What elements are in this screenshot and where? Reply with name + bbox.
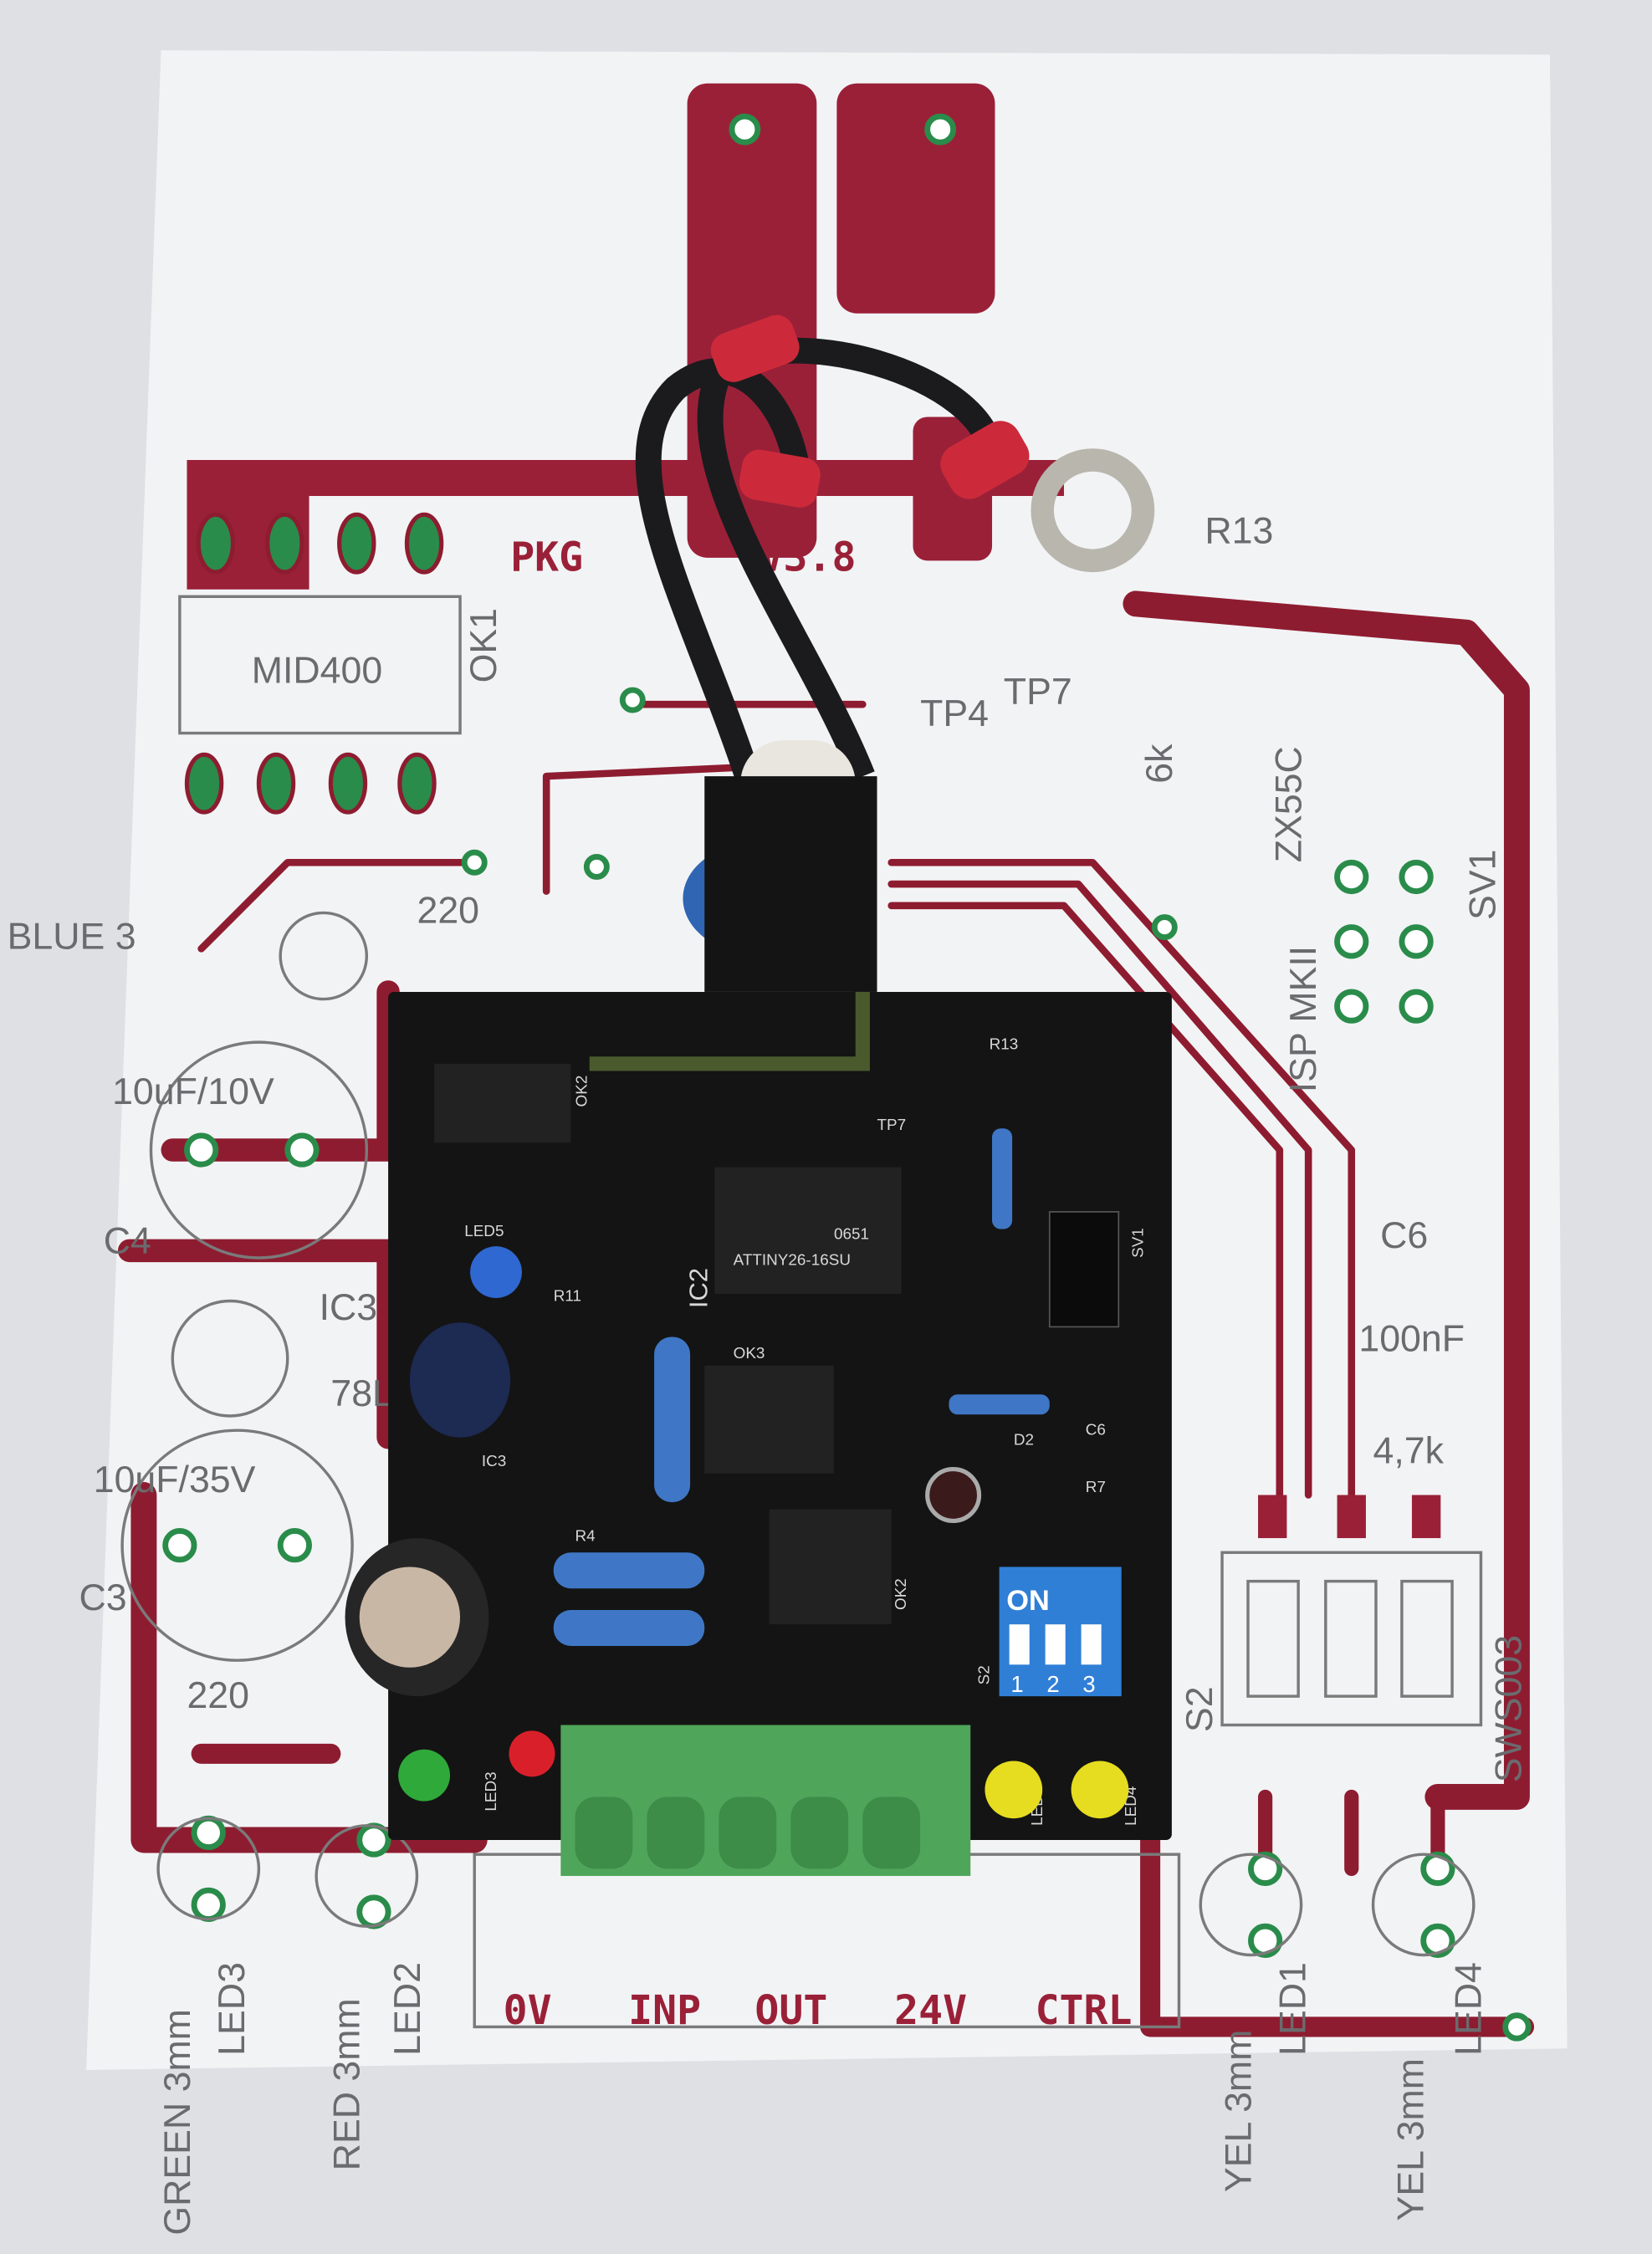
printed-dip-switch — [1246, 1495, 1454, 1698]
mcu-code: 0651 — [834, 1226, 869, 1244]
led2-ref: LED2 — [387, 1962, 428, 2056]
terminal-block — [560, 1725, 971, 1876]
silk-tp7: TP7 — [877, 1117, 907, 1134]
silk-ok3: OK3 — [734, 1345, 765, 1362]
yellow-led-4 — [1071, 1761, 1129, 1819]
terminal-label-out: OUT — [754, 1987, 827, 2034]
silk-ok2: OK2 — [573, 1076, 591, 1107]
mounting-hole — [925, 1466, 982, 1524]
silk-r13: R13 — [990, 1036, 1019, 1054]
control-module-board: ATTINY26-16SU 0651 IC2 OK3 OK2 OK2 LED5 … — [345, 776, 1172, 1840]
label-ic3: IC3 — [320, 1287, 378, 1328]
red-led — [509, 1730, 555, 1777]
label-blue-led: BLUE 3 — [8, 916, 136, 957]
terminal-label-ctrl: CTRL — [1036, 1987, 1133, 2034]
silk-led3: LED3 — [483, 1771, 500, 1811]
label-c3: C3 — [79, 1577, 127, 1618]
silk-r4: R4 — [575, 1528, 596, 1546]
led1-ref: LED1 — [1273, 1962, 1314, 2056]
silk-c6: C6 — [1086, 1421, 1106, 1439]
green-led — [398, 1749, 451, 1802]
label-mid400: MID400 — [252, 650, 382, 691]
label-c6: C6 — [1380, 1215, 1428, 1256]
led3-ref: LED3 — [212, 1962, 253, 2056]
label-ok1: OK1 — [463, 608, 504, 682]
silk-ok2b: OK2 — [892, 1578, 910, 1610]
diode-d2 — [949, 1394, 1050, 1415]
label-100nf: 100nF — [1358, 1319, 1465, 1360]
label-tp7: TP7 — [1004, 672, 1072, 713]
through-hole-pads — [162, 113, 1532, 2042]
silk-led5: LED5 — [464, 1223, 504, 1240]
label-78l: 78L — [330, 1373, 393, 1414]
led4-ref: LED4 — [1448, 1962, 1489, 2056]
led3-type: GREEN 3mm — [157, 2009, 198, 2236]
dip-toggle-1[interactable] — [1009, 1624, 1030, 1665]
resistor-r4-a — [553, 1552, 705, 1589]
terminal-label-24v: 24V — [894, 1987, 967, 2034]
label-zener: ZX55C — [1269, 746, 1310, 862]
dip-switch[interactable]: ON 1 2 3 — [999, 1567, 1122, 1697]
ring-terminal — [1031, 448, 1155, 573]
electrolytic-cap-small — [409, 1322, 511, 1438]
terminal-label-inp: INP — [628, 1987, 701, 2034]
label-220-bottom: 220 — [187, 1675, 249, 1716]
silk-s2: S2 — [976, 1665, 994, 1684]
label-sws003: SWS003 — [1489, 1635, 1530, 1782]
dip-toggle-3[interactable] — [1081, 1624, 1102, 1665]
blue-led — [470, 1246, 522, 1299]
led4-type: YEL 3mm — [1391, 2058, 1432, 2221]
dip-toggle-2[interactable] — [1045, 1624, 1066, 1665]
mcu-label: ATTINY26-16SU — [734, 1252, 851, 1270]
led2-type: RED 3mm — [327, 1998, 368, 2170]
label-4k7: 4,7k — [1373, 1431, 1445, 1472]
label-tp4: TP4 — [920, 693, 989, 734]
resistor-vertical — [654, 1337, 691, 1503]
dip-number-3: 3 — [1082, 1671, 1095, 1697]
label-c4: C4 — [104, 1221, 151, 1262]
board-title: PKG — [510, 534, 583, 580]
silk-d2: D2 — [1014, 1431, 1034, 1449]
label-sv1: SV1 — [1463, 850, 1504, 920]
silk-r11: R11 — [554, 1287, 581, 1305]
label-r13: R13 — [1204, 511, 1273, 552]
label-c3-value: 10uF/35V — [94, 1459, 256, 1500]
dip-number-2: 2 — [1046, 1671, 1059, 1697]
dip-on-label: ON — [1006, 1585, 1050, 1617]
silk-sv1: SV1 — [1130, 1228, 1148, 1258]
label-isp: ISP MKII — [1283, 946, 1324, 1092]
label-c4-value: 10uF/10V — [112, 1071, 274, 1112]
mcu-chip — [714, 1167, 902, 1294]
terminal-label-0v: 0V — [504, 1987, 552, 2034]
label-220-top: 220 — [417, 890, 479, 931]
silk-ic3: IC3 — [482, 1453, 506, 1470]
silk-ic2: IC2 — [684, 1268, 713, 1308]
resistor-r4-b — [553, 1610, 705, 1646]
label-s2: S2 — [1179, 1686, 1220, 1732]
silk-r7: R7 — [1086, 1479, 1106, 1496]
board-version: V3.8 — [760, 534, 857, 580]
label-6k: 6k — [1139, 744, 1180, 784]
diode-d5 — [992, 1128, 1013, 1229]
led1-type: YEL 3mm — [1218, 2030, 1259, 2192]
isp-header — [1048, 1211, 1120, 1328]
printed-labels: PKG V3.8 MID400 OK1 R13 TP4 TP7 6k ZX55C… — [8, 511, 1530, 2236]
yellow-led-1 — [985, 1761, 1043, 1819]
dip-number-1: 1 — [1010, 1671, 1023, 1697]
